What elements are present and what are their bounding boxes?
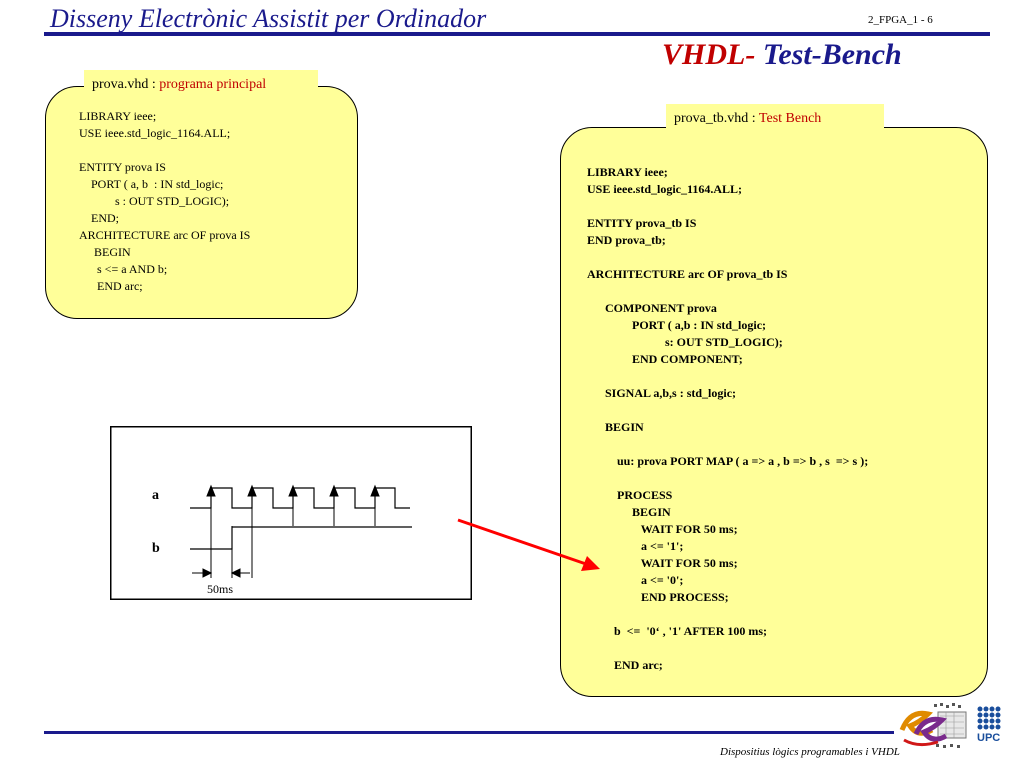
main-box-description: programa principal — [159, 77, 267, 92]
signal-b-label: b — [152, 541, 160, 556]
main-box-tab: prova.vhd : programa principal — [84, 70, 318, 100]
upc-logo-dots — [977, 706, 1001, 730]
slide-title-part2: Test-Bench — [755, 38, 902, 71]
main-code-box — [45, 86, 358, 319]
ee-logo-icon — [899, 703, 967, 748]
tb-box-description: Test Bench — [758, 111, 822, 126]
period-label: 50ms — [207, 582, 233, 596]
header-title: Disseny Electrònic Assistit per Ordinado… — [50, 4, 487, 33]
period-arrows — [192, 568, 250, 578]
waveform-frame — [110, 426, 472, 600]
top-rule — [44, 32, 990, 36]
main-code: LIBRARY ieee; USE ieee.std_logic_1164.AL… — [79, 109, 251, 293]
arrow-icon — [457, 518, 600, 571]
main-box-filename: prova.vhd : — [92, 77, 160, 92]
tb-code-box — [560, 127, 988, 697]
slide-title: VHDL- Test-Bench — [662, 38, 902, 72]
bottom-rule — [44, 731, 894, 734]
tb-box-tab: prova_tb.vhd : Test Bench — [666, 104, 884, 134]
tb-code: LIBRARY ieee; USE ieee.std_logic_1164.AL… — [587, 165, 869, 672]
tb-box-filename: prova_tb.vhd : — [674, 111, 759, 126]
upc-logo-icon: UPC — [976, 705, 1004, 747]
signal-a-label: a — [152, 488, 159, 503]
page-number: 2_FPGA_1 - 6 — [868, 14, 933, 26]
waveform-diagram: a b 50ms — [110, 426, 472, 600]
footer-text: Dispositius lògics programables i VHDL — [720, 746, 900, 758]
upc-logo-text: UPC — [977, 732, 1001, 744]
slide-title-part1: VHDL- — [662, 38, 756, 71]
